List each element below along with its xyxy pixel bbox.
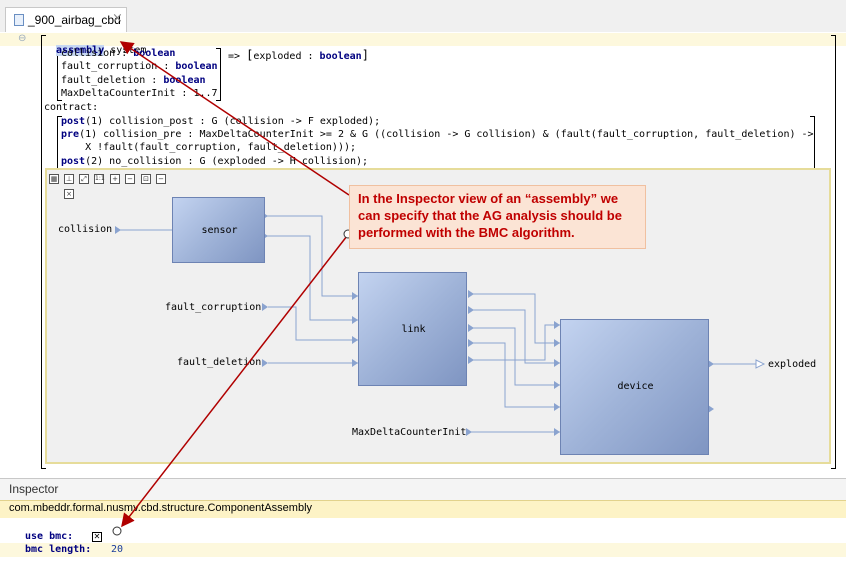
port-arrow [352, 359, 358, 367]
contract-keyword[interactable]: pre [61, 129, 80, 140]
contract-text[interactable]: (1) collision_pre : MaxDeltaCounterInit … [79, 129, 814, 140]
assembly-bracket-left [41, 35, 46, 469]
inspector-header [0, 478, 846, 500]
port-label-fault-corruption: fault_corruption [165, 302, 262, 313]
layout-icon[interactable]: ▦ [49, 174, 59, 184]
port-label-collision: collision [58, 224, 113, 235]
assembly-bracket-right [831, 35, 836, 469]
block-label: sensor [201, 225, 238, 236]
output-name[interactable]: exploded : [253, 51, 320, 62]
input-name[interactable]: fault_deletion : [61, 75, 164, 86]
tab-label: _900_airbag_cbd [28, 13, 121, 27]
input-fault-deletion[interactable]: fault_deletion : boolean [61, 75, 206, 86]
block-label: link [401, 324, 426, 335]
input-type[interactable]: boolean [175, 61, 218, 72]
arrow: => [228, 51, 241, 62]
output-decl[interactable]: => [exploded : boolean] [228, 48, 369, 62]
port-arrow [352, 292, 358, 300]
contract-label[interactable]: contract: [44, 102, 99, 113]
block-label: device [617, 381, 654, 392]
inspector-concept-name: com.mbeddr.formal.nusmv.cbd.structure.Co… [9, 502, 313, 514]
sensor-block[interactable]: sensor [172, 197, 265, 263]
collapse-icon[interactable]: − [156, 174, 166, 184]
port-arrow [554, 339, 560, 347]
wire [468, 324, 560, 361]
anchor-circle [112, 526, 122, 536]
port-arrow [262, 303, 268, 311]
port-arrow [554, 403, 560, 411]
port-arrow [708, 405, 714, 413]
zoom-in-icon[interactable]: + [110, 174, 120, 184]
port-label-fault-deletion: fault_deletion [177, 357, 262, 368]
input-name[interactable]: fault_corruption : [61, 61, 176, 72]
output-type[interactable]: boolean [319, 51, 362, 62]
callout-arrow [119, 41, 350, 196]
inspector-title: Inspector [9, 482, 59, 496]
port-arrow [708, 360, 714, 368]
device-block[interactable]: device [560, 319, 709, 455]
port-label-exploded: exploded [768, 359, 817, 370]
port-arrow [755, 359, 766, 369]
bmc-length-value[interactable]: 20 [111, 544, 124, 555]
port-arrow [115, 226, 121, 234]
input-type[interactable]: boolean [163, 75, 206, 86]
input-fault-corruption[interactable]: fault_corruption : boolean [61, 61, 218, 72]
wire [266, 215, 358, 297]
wire [266, 235, 358, 321]
contract-text[interactable]: X !fault(fault_corruption, fault_deletio… [61, 142, 357, 153]
port-arrow [554, 381, 560, 389]
use-bmc-label: use bmc: [25, 531, 74, 542]
callout-note: In the Inspector view of an “assembly” w… [349, 185, 646, 249]
wire [468, 293, 560, 344]
contract-text[interactable]: (1) collision_post : G (collision -> F e… [85, 116, 381, 127]
port-arrow [466, 428, 472, 436]
contract-text[interactable]: (2) no_collision : G (exploded -> H coll… [85, 156, 369, 167]
port-arrow [352, 316, 358, 324]
port-arrow [554, 321, 560, 329]
contract-line[interactable]: pre(1) collision_pre : MaxDeltaCounterIn… [61, 129, 814, 140]
zoom-out-icon[interactable]: − [125, 174, 135, 184]
input-name[interactable]: MaxDeltaCounterInit : [61, 88, 194, 99]
fit-icon[interactable]: ⤢ [79, 174, 89, 184]
actual-size-icon[interactable]: 1:1 [94, 174, 105, 184]
editor-tab[interactable]: _900_airbag_cbd × [5, 7, 127, 32]
fit-page-icon[interactable]: ⊡ [141, 174, 151, 184]
port-arrow [554, 428, 560, 436]
contract-keyword[interactable]: post [61, 116, 86, 127]
bmc-length-label: bmc length: [25, 544, 92, 555]
close-icon[interactable]: × [64, 189, 74, 199]
input-type[interactable]: 1..7 [193, 88, 218, 99]
contract-line[interactable]: post(2) no_collision : G (exploded -> H … [61, 156, 368, 167]
current-line-highlight [0, 543, 846, 557]
port-arrow [554, 359, 560, 367]
contract-line[interactable]: X !fault(fault_corruption, fault_deletio… [61, 142, 356, 153]
layout-tree-icon[interactable]: ⊥ [64, 174, 74, 184]
input-max-delta[interactable]: MaxDeltaCounterInit : 1..7 [61, 88, 218, 99]
current-line-highlight [0, 33, 846, 46]
close-icon[interactable]: × [112, 11, 123, 26]
wire [268, 306, 358, 341]
fold-icon[interactable]: ⊖ [18, 33, 27, 44]
inputs-bracket-right [216, 48, 221, 101]
document-icon [14, 14, 24, 26]
wire [468, 309, 560, 364]
port-arrow [262, 359, 268, 367]
link-block[interactable]: link [358, 272, 467, 386]
contract-keyword[interactable]: post [61, 156, 86, 167]
callout-arrow [121, 235, 348, 528]
port-label-max-delta: MaxDeltaCounterInit [352, 427, 467, 438]
contract-line[interactable]: post(1) collision_post : G (collision ->… [61, 116, 380, 127]
use-bmc-checkbox[interactable]: ✕ [92, 532, 102, 542]
wire [468, 327, 560, 386]
input-type[interactable]: boolean [133, 48, 176, 59]
assembly-keyword[interactable]: assembly [56, 45, 105, 56]
port-arrow [352, 336, 358, 344]
wire [468, 342, 560, 408]
